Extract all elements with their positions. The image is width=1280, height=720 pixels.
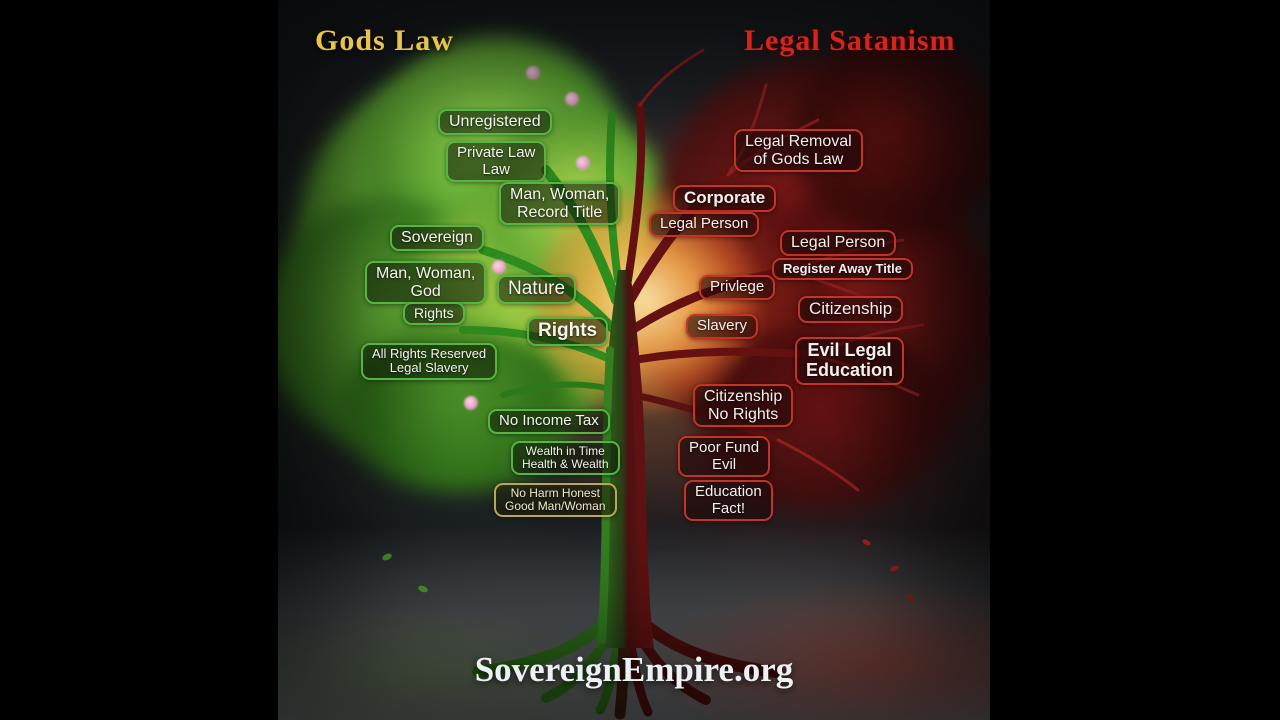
label-citizenship-no-rights: Citizenship No Rights [693, 384, 794, 428]
label-unregistered: Unregistered [438, 109, 552, 135]
label-man-woman-god: Man, Woman, God [365, 261, 487, 305]
label-no-harm-honest: No Harm Honest Good Man/Woman [494, 483, 617, 518]
blossom [526, 66, 540, 80]
label-private-law: Private Law Law [446, 141, 547, 182]
heading-gods-law: Gods Law [315, 24, 454, 57]
label-all-rights-reserved: All Rights Reserved Legal Slavery [361, 343, 498, 380]
label-no-income-tax: No Income Tax [488, 409, 610, 434]
heading-legal-satanism: Legal Satanism [744, 24, 956, 57]
label-wealth-in-time: Wealth in Time Health & Wealth [511, 441, 620, 476]
label-legal-person-2: Legal Person [780, 230, 897, 256]
label-man-woman-record-title: Man, Woman, Record Title [499, 182, 621, 226]
label-corporate: Corporate [673, 185, 777, 212]
label-rights-small: Rights [403, 302, 465, 326]
site-name: SovereignEmpire.org [474, 650, 794, 689]
label-slavery: Slavery [686, 314, 759, 339]
blossom [576, 156, 590, 170]
label-rights: Rights [527, 317, 609, 346]
label-legal-person-1: Legal Person [649, 212, 760, 237]
label-poor-fund-evil: Poor Fund Evil [678, 436, 771, 477]
label-sovereign: Sovereign [390, 225, 485, 251]
blossom [565, 92, 579, 106]
label-citizenship: Citizenship [798, 296, 904, 323]
label-education-fact: Education Fact! [684, 480, 773, 521]
blossom [492, 260, 506, 274]
label-privlege: Privlege [699, 275, 776, 300]
label-register-away-title: Register Away Title [772, 258, 913, 281]
label-nature: Nature [497, 275, 577, 304]
label-legal-removal: Legal Removal of Gods Law [734, 129, 863, 173]
blossom [464, 396, 478, 410]
label-evil-legal-education: Evil Legal Education [795, 337, 905, 385]
